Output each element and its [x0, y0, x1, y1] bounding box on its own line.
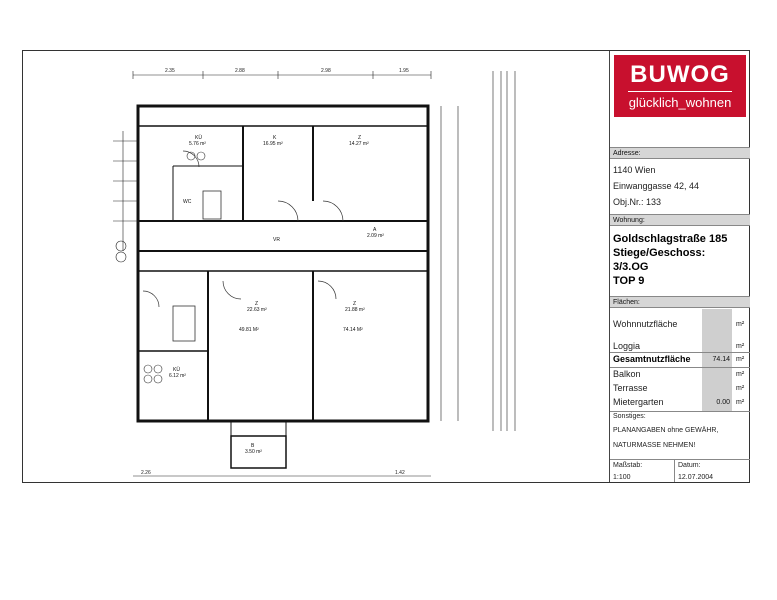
room-vr-name: VR: [273, 237, 280, 243]
top-dim-1: 2.35: [165, 68, 175, 74]
room-z1-area: 14.27 m²: [349, 141, 369, 147]
room-wc-name: WC: [183, 199, 192, 205]
address-header: Adresse:: [610, 147, 750, 159]
room-z1-name: Z: [358, 135, 361, 141]
address-line3: Obj.Nr.: 133: [613, 197, 662, 207]
bottom-dim-2: 1.42: [395, 470, 405, 476]
area-unit-wohnnutz: m²: [736, 321, 745, 328]
room-z2-area: 22.63 m²: [247, 307, 267, 313]
apartment-top: TOP 9: [613, 275, 645, 287]
top-dim-2: 2.88: [235, 68, 245, 74]
area-unit-mietergarten: m²: [736, 399, 745, 406]
top-dim-3: 2.98: [321, 68, 331, 74]
scale-label: Maßstab:: [613, 462, 643, 469]
area-label-loggia: Loggia: [613, 341, 641, 351]
total-left: 49.81 M²: [239, 327, 259, 333]
room-kitchen-area: 5.76 m²: [189, 141, 206, 147]
misc-line2: NATURMASSE NEHMEN!: [613, 442, 696, 449]
areas-divider: [610, 352, 750, 353]
room-k-name: K: [273, 135, 277, 141]
logo-divider: [628, 91, 732, 92]
floor-plan-drawing: 2.35 2.88 2.98 1.95: [23, 51, 608, 482]
room-b-name: B: [251, 443, 255, 449]
area-value-gesamt: 74.14: [712, 356, 730, 363]
floor-plan-svg: 2.35 2.88 2.98 1.95: [113, 68, 516, 477]
areas-value-column-2: [702, 369, 732, 411]
address-line2: Einwanggasse 42, 44: [613, 181, 700, 191]
area-label-terrasse: Terrasse: [613, 383, 648, 393]
buwog-logo: BUWOG glücklich_wohnen: [614, 55, 746, 117]
areas-divider-2: [610, 367, 750, 368]
area-label-balkon: Balkon: [613, 369, 641, 379]
room-kitchen2-area: 6.12 m²: [169, 373, 186, 379]
scale-value: 1:100: [613, 474, 631, 481]
date-value: 12.07.2004: [678, 474, 714, 481]
areas-header: Flächen:: [610, 296, 750, 308]
area-unit-gesamt: m²: [736, 356, 745, 363]
footer-column-divider: [674, 459, 675, 482]
area-label-mietergarten: Mietergarten: [613, 397, 664, 407]
area-value-mietergarten: 0.00: [716, 399, 730, 406]
room-a-area: 2.09 m²: [367, 233, 384, 239]
room-kitchen-name: KÜ: [195, 134, 202, 141]
logo-brand: BUWOG: [630, 61, 730, 88]
apartment-header: Wohnung:: [610, 214, 750, 226]
area-label-gesamt: Gesamtnutzfläche: [613, 354, 691, 364]
area-unit-terrasse: m²: [736, 385, 745, 392]
area-unit-loggia: m²: [736, 343, 745, 350]
top-dim-4: 1.95: [399, 68, 409, 74]
room-kitchen2-name: KÜ: [173, 366, 180, 373]
misc-line1: PLANANGABEN ohne GEWÄHR,: [613, 427, 719, 434]
total-right: 74.14 M²: [343, 327, 363, 333]
footer-divider: [610, 459, 750, 460]
room-z3-name: Z: [353, 301, 356, 307]
address-line1: 1140 Wien: [613, 165, 656, 175]
areas-value-column-1: [702, 309, 732, 369]
area-label-wohnnutz: Wohnnutzfläche: [613, 319, 678, 329]
room-z2-name: Z: [255, 301, 258, 307]
apartment-street: Goldschlagstraße 185: [613, 233, 728, 245]
room-b-area: 3.50 m²: [245, 449, 262, 455]
logo-tagline: glücklich_wohnen: [628, 95, 732, 110]
misc-divider: [610, 411, 750, 412]
room-a-name: A: [373, 227, 377, 233]
room-k-area: 16.95 m²: [263, 141, 283, 147]
plan-sheet: 2.35 2.88 2.98 1.95: [22, 50, 750, 483]
date-label: Datum:: [678, 462, 701, 469]
apartment-stair-label: Stiege/Geschoss:: [613, 247, 706, 259]
room-z3-area: 21.88 m²: [345, 307, 365, 313]
info-panel: BUWOG glücklich_wohnen Adresse: 1140 Wie…: [609, 51, 750, 482]
area-unit-balkon: m²: [736, 371, 745, 378]
apartment-floor: 3/3.OG: [613, 261, 649, 273]
misc-header: Sonstiges:: [613, 413, 646, 420]
bottom-dim-1: 2.26: [141, 470, 151, 476]
